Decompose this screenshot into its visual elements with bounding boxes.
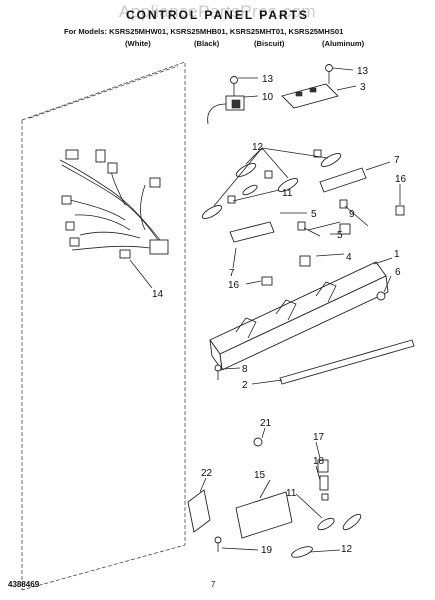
callout-17: 17 — [313, 432, 325, 443]
callout-5: 5 — [337, 230, 343, 241]
variant-white: (White) — [125, 39, 151, 48]
callout-12: 12 — [252, 142, 264, 153]
callout-21: 21 — [260, 418, 272, 429]
sockets-middle — [229, 199, 369, 269]
callout-2: 2 — [242, 380, 248, 391]
diagram-title: CONTROL PANEL PARTS — [125, 8, 310, 22]
callout-13: 13 — [357, 66, 369, 77]
callout-4: 4 — [346, 252, 352, 263]
variant-biscuit: (Biscuit) — [254, 39, 285, 48]
callout-6: 6 — [395, 267, 401, 278]
callout-11: 11 — [282, 188, 293, 199]
part-2-trim-strip — [214, 339, 415, 385]
cabinet-outline — [21, 61, 186, 591]
callout-11: 11 — [286, 488, 297, 499]
part-3-control-board — [281, 64, 357, 109]
variant-aluminum: (Aluminum) — [322, 39, 365, 48]
lamps-upper — [201, 147, 342, 219]
callout-10: 10 — [262, 92, 274, 103]
callout-22: 22 — [201, 468, 213, 479]
variant-black: (Black) — [194, 39, 220, 48]
watermark: AppliancePartsPros.com — [118, 2, 317, 21]
callout-7: 7 — [394, 155, 400, 166]
callout-5: 5 — [311, 209, 317, 220]
callout-7: 7 — [229, 268, 235, 279]
callout-1: 1 — [394, 249, 400, 260]
callout-13: 13 — [262, 74, 274, 85]
callout-labels: 13 10 13 3 12 7 11 16 5 9 5 7 4 1 6 14 1… — [152, 66, 407, 556]
models-line: For Models: KSRS25MHW01, KSRS25MHB01, KS… — [64, 27, 344, 36]
callout-12: 12 — [341, 544, 353, 555]
lens-7-upper — [319, 161, 405, 216]
callout-15: 15 — [254, 470, 266, 481]
callout-16: 16 — [395, 174, 407, 185]
callout-14: 14 — [152, 289, 164, 300]
part-1-control-housing — [209, 257, 393, 371]
wiring-harness — [59, 149, 169, 289]
callout-3: 3 — [360, 82, 366, 93]
lower-parts-group — [187, 427, 362, 558]
callout-19: 19 — [261, 545, 273, 556]
callout-16: 16 — [228, 280, 240, 291]
callout-18: 18 — [313, 456, 325, 467]
callout-9: 9 — [349, 209, 355, 220]
page-number: 7 — [211, 580, 216, 589]
callout-8: 8 — [242, 364, 248, 375]
document-number: 4388469 — [8, 580, 40, 589]
part-10-bracket — [207, 76, 259, 125]
